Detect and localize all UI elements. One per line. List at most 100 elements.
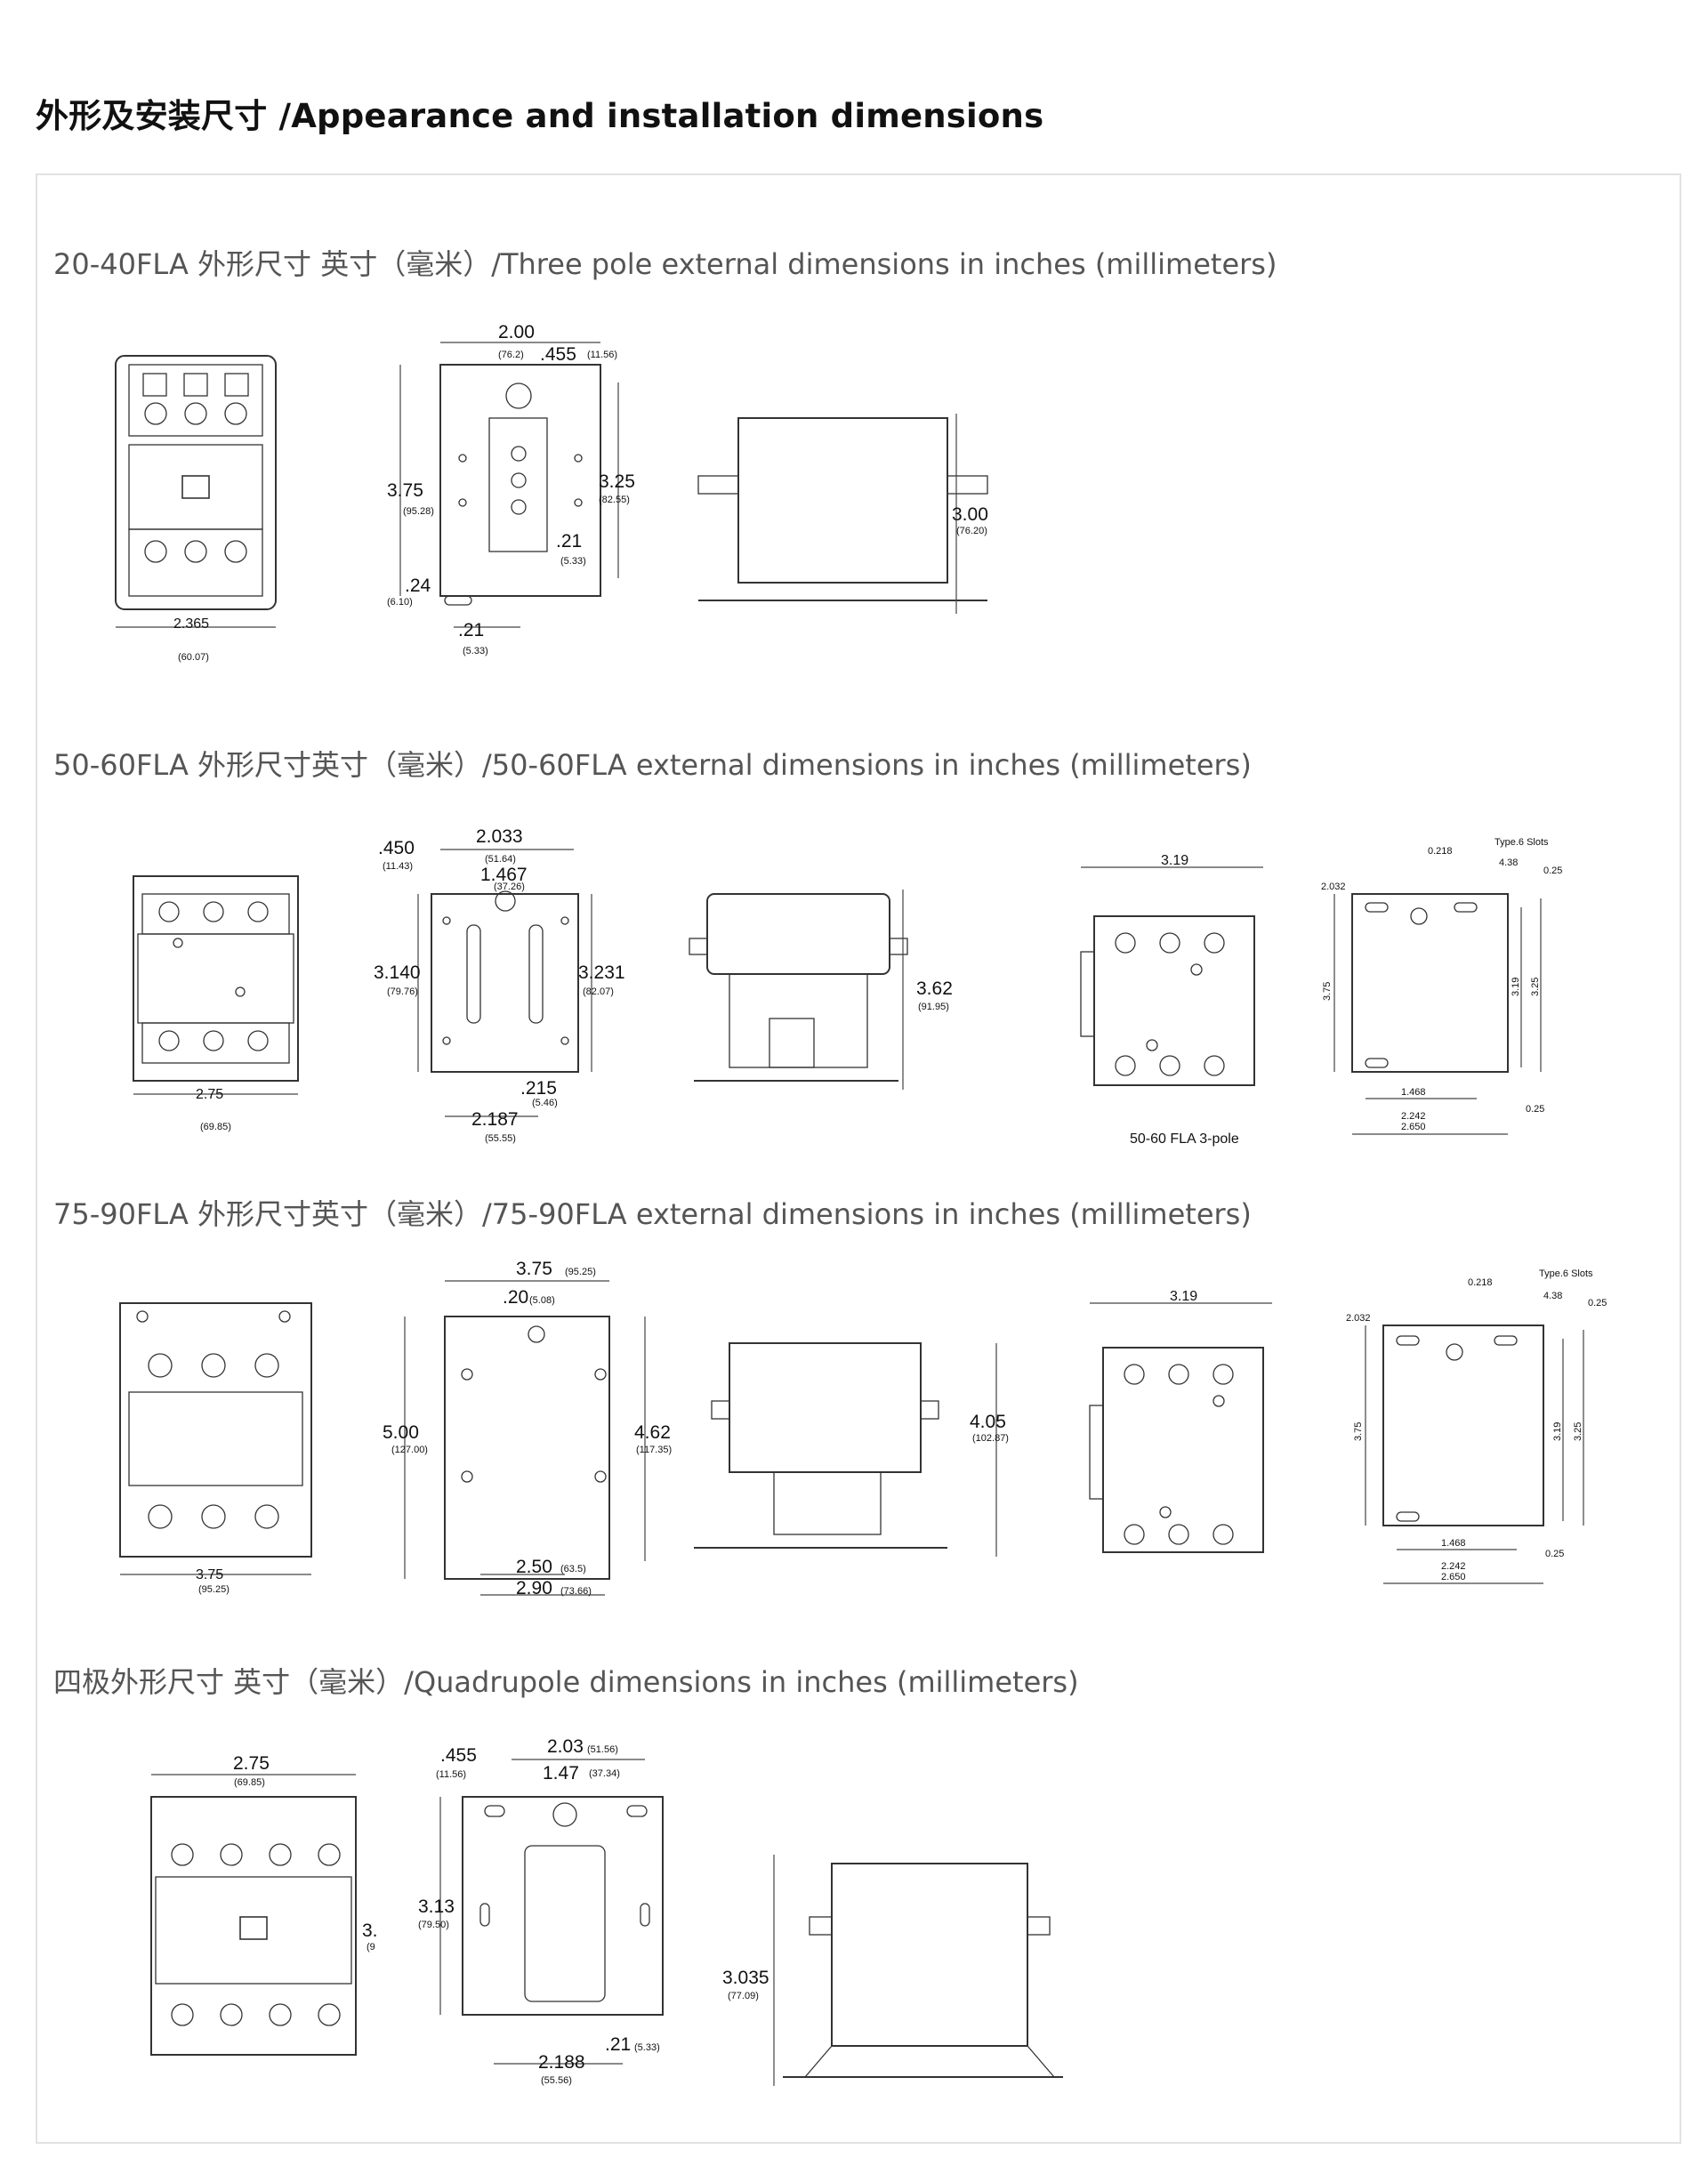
dim-d: 2.032 (1321, 882, 1346, 892)
dim-width-mm: (95.25) (565, 1267, 596, 1277)
section-title-50-60fla: 50-60FLA 外形尺寸英寸（毫米）/50-60FLA external di… (53, 748, 1252, 782)
dim-slot-b: .21 (458, 620, 484, 640)
dim-height: 3.62 (916, 978, 953, 999)
dim-bottom-mm: (55.56) (541, 2075, 572, 2086)
page-title: 外形及安装尺寸 /Appearance and installation dim… (36, 97, 1044, 135)
dim-width: 2.75 (196, 1087, 223, 1102)
dim-slot-mm: (5.33) (560, 556, 586, 567)
dim-height-mm: (76.20) (956, 526, 987, 536)
dim-edge-mm: (6.10) (387, 597, 413, 608)
dim-width: 3.75 (196, 1567, 223, 1582)
drawing-quadrupole-side: 3.035 (77.09) (722, 1855, 1063, 2086)
dim-height-mm: (79.50) (418, 1920, 449, 1930)
drawing-50-60fla-side: 3.62 (91.95) (689, 890, 953, 1090)
dim-mount: 3.231 (578, 962, 625, 983)
drawing-quadrupole-base: .455 (11.56) 2.03 (51.56) 1.47 (37.34) 3… (418, 1736, 664, 2086)
dim-slot-b-mm: (5.33) (463, 646, 488, 656)
dim-slot: .21 (556, 531, 582, 552)
dim-slot-mm: (5.46) (532, 1098, 558, 1108)
drawing-20-40fla-front: 2.365 (60.07) (115, 355, 277, 663)
dim-height: 4.05 (970, 1412, 1006, 1432)
drawing-quadrupole-front: 2.75 (69.85) 3. (9 (150, 1753, 378, 2056)
dim-inner-mm: (37.26) (494, 882, 525, 892)
dim-k: 2.650 (1401, 1122, 1426, 1132)
dim-b1-mm: (63.5) (560, 1564, 586, 1574)
dim-height: 3.75 (1322, 982, 1333, 1001)
dim-bottom-mm: (55.55) (485, 1133, 516, 1144)
dim-height: 3.75 (1353, 1422, 1364, 1441)
section-title-three-pole: 20-40FLA 外形尺寸 英寸（毫米）/Three pole external… (53, 247, 1277, 281)
drawing-75-90fla-side: 4.05 (102.87) (694, 1342, 1009, 1557)
drawing-20-40fla-base: 2.00 (76.2) .455 (11.56) 3.75 (95.28) 3.… (387, 322, 635, 656)
dim-c: 0.25 (1543, 866, 1562, 876)
dim-mount: 4.62 (634, 1422, 671, 1443)
dim-b1: 2.50 (516, 1557, 552, 1577)
dim-width-mm: (69.85) (200, 1122, 231, 1132)
dim-width-mm: (60.07) (178, 652, 209, 663)
dim-bottom: 2.188 (538, 2052, 585, 2073)
drawing-50-60fla-base-b: 0.218 Type.6 Slots 4.38 0.25 2.032 3.75 … (1321, 837, 1562, 1135)
dim-width: 3.19 (1161, 853, 1188, 868)
drawing-20-40fla-side: 3.00 (76.20) (697, 414, 988, 614)
dim-i: 1.468 (1401, 1087, 1426, 1098)
dim-edge-mm: (5.08) (529, 1295, 555, 1306)
section-title-quadrupole: 四极外形尺寸 英寸（毫米）/Quadrupole dimensions in i… (53, 1665, 1079, 1699)
dim-slot: .21 (605, 2034, 631, 2055)
dim-d: 2.032 (1346, 1313, 1371, 1324)
dim-hole-mm: (11.56) (587, 350, 617, 360)
dim-slot-mm: (5.33) (634, 2042, 660, 2053)
dim-height: 3.00 (952, 504, 988, 525)
dim-hole-mm: (11.43) (383, 861, 413, 872)
dim-width: 2.03 (547, 1736, 584, 1757)
drawing-50-60fla-front-b: 3.19 50-60 FLA 3-pole (1080, 853, 1263, 1147)
dim-hole: .450 (378, 838, 415, 858)
drawing-75-90fla-base-b: 0.218 Type.6 Slots 4.38 0.25 2.032 3.75 … (1346, 1268, 1607, 1584)
dim-cut: 3. (362, 1920, 378, 1941)
dim-bottom: 2.187 (471, 1109, 519, 1130)
dim-f: 3.25 (1530, 978, 1541, 996)
drawing-50-60fla-base: .450 (11.43) 2.033 (51.64) 1.467 (37.26)… (374, 826, 625, 1144)
dim-height-mm: (77.09) (728, 1991, 759, 2001)
dim-inner: 1.467 (480, 865, 528, 885)
dim-hole: .455 (440, 1745, 477, 1766)
dim-mount-mm: (117.35) (636, 1445, 672, 1455)
dim-k: 2.650 (1441, 1572, 1466, 1582)
dim-cut-mm: (9 (367, 1942, 375, 1953)
dim-mount-mm: (82.07) (583, 986, 614, 997)
dim-height-mm: (102.87) (972, 1433, 1009, 1444)
caption: 50-60 FLA 3-pole (1130, 1131, 1239, 1147)
dim-width-mm: (51.56) (587, 1744, 618, 1755)
dim-b: 4.38 (1543, 1291, 1562, 1301)
dim-width-mm: (76.2) (498, 350, 524, 360)
dim-width: 3.19 (1170, 1289, 1197, 1304)
dim-height-mm: (79.76) (387, 986, 418, 997)
dim-mount: 3.25 (599, 471, 635, 492)
dim-height: 3.140 (374, 962, 421, 983)
dim-a: 0.218 (1468, 1277, 1493, 1288)
dim-height: 5.00 (383, 1422, 419, 1443)
dim-height-mm: (91.95) (918, 1002, 949, 1012)
dim-edge: .20 (503, 1287, 528, 1308)
dim-b: 4.38 (1499, 858, 1518, 868)
dim-e: 3.19 (1552, 1422, 1563, 1441)
dim-slot: .215 (520, 1078, 557, 1099)
dim-width: 3.75 (516, 1259, 552, 1279)
dim-width: 2.365 (173, 616, 209, 632)
dim-width-mm: (69.85) (234, 1777, 265, 1788)
dim-height: 3.035 (722, 1968, 769, 1988)
dim-width: 2.75 (233, 1753, 270, 1774)
dim-height: 3.13 (418, 1896, 455, 1917)
drawing-50-60fla-front: 2.75 (69.85) (133, 875, 299, 1132)
dim-g: 0.25 (1545, 1549, 1564, 1559)
dim-inner-mm: (37.34) (589, 1768, 620, 1779)
dim-a: 0.218 (1428, 846, 1453, 857)
content-panel (36, 173, 1681, 2144)
dim-width-mm: (95.25) (198, 1584, 230, 1595)
dim-j: 2.242 (1441, 1561, 1466, 1572)
dim-slots: Type.6 Slots (1494, 837, 1549, 848)
dim-height-mm: (95.28) (403, 506, 434, 517)
section-title-75-90fla: 75-90FLA 外形尺寸英寸（毫米）/75-90FLA external di… (53, 1197, 1252, 1231)
dim-hole-mm: (11.56) (436, 1769, 466, 1780)
dim-e: 3.19 (1511, 978, 1521, 996)
dim-hole: .455 (540, 344, 576, 365)
